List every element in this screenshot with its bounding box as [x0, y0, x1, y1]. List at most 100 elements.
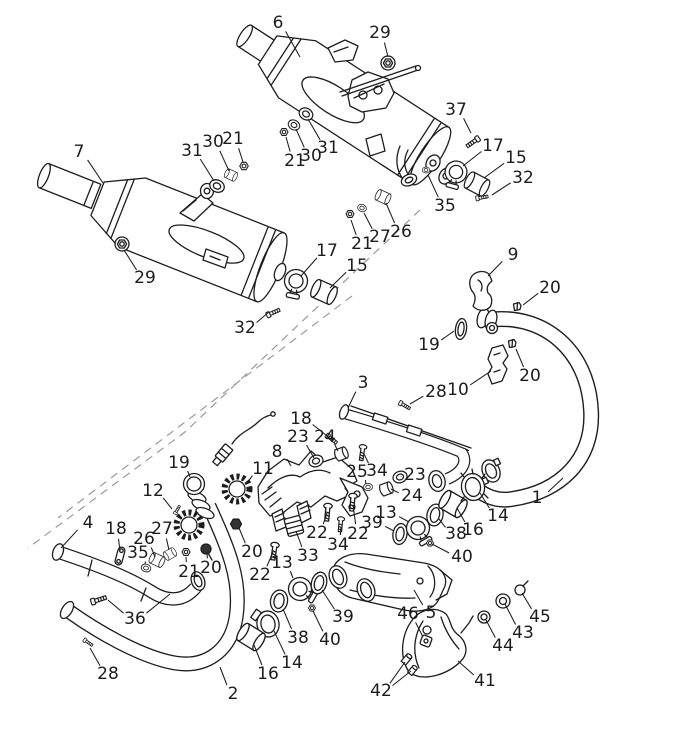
part-number-label: 13: [271, 553, 293, 573]
o-ring-left: [182, 472, 206, 496]
callout-44: 44: [485, 619, 514, 656]
leader-line: [521, 592, 533, 610]
leader-line: [256, 311, 270, 323]
callout-13: 13: [375, 503, 410, 523]
leader-line: [321, 589, 335, 610]
callout-35: 35: [127, 543, 149, 565]
callout-12: 12: [142, 481, 173, 510]
part-number-label: 20: [539, 278, 561, 298]
leader-line: [383, 42, 389, 58]
callout-29: 29: [123, 249, 156, 288]
callout-23: 23: [287, 427, 315, 459]
leader-line: [389, 661, 406, 684]
leader-line: [117, 538, 121, 552]
part-number-label: 31: [317, 138, 339, 158]
silencer-right: [236, 24, 454, 187]
circlip-bottom: [507, 338, 517, 349]
callout-6: 6: [273, 13, 301, 58]
part-number-label: 21: [351, 234, 373, 254]
part-number-label: 21: [222, 129, 244, 149]
part-number-label: 8: [272, 442, 283, 462]
part-number-label: 17: [482, 136, 504, 156]
callout-20: 20: [515, 348, 541, 386]
part-number-label: 38: [445, 524, 467, 544]
callout-22: 22: [306, 512, 328, 543]
part-number-label: 28: [97, 664, 119, 684]
callout-21: 21: [350, 219, 373, 254]
construction-lines: [27, 209, 421, 549]
callout-5: 5: [413, 589, 436, 623]
leader-line: [273, 630, 286, 655]
part-number-label: 27: [151, 519, 173, 539]
leader-line: [522, 292, 539, 306]
finned-clamp-rings: [172, 473, 253, 541]
part-number-label: 10: [447, 380, 469, 400]
part-number-label: 14: [487, 506, 509, 526]
part-number-label: 39: [332, 607, 354, 627]
part-number-label: 16: [257, 664, 279, 684]
callout-21: 21: [178, 556, 200, 582]
callout-37: 37: [445, 100, 472, 134]
leader-line: [306, 444, 315, 459]
callout-21: 21: [284, 136, 306, 171]
callout-43: 43: [504, 603, 534, 643]
leader-line: [107, 599, 124, 614]
part-number-label: 18: [105, 519, 127, 539]
header-collar: [476, 307, 499, 335]
leader-line: [322, 512, 328, 525]
part-number-label: 22: [249, 565, 271, 585]
leader-line: [307, 118, 321, 141]
leader-line: [469, 370, 492, 386]
part-number-label: 32: [234, 318, 256, 338]
callout-20: 20: [238, 527, 263, 562]
part-number-label: 37: [445, 100, 467, 120]
leader-line: [440, 330, 455, 341]
leader-line: [483, 162, 505, 179]
part-number-label: 21: [284, 151, 306, 171]
part-number-label: 13: [375, 503, 397, 523]
part-number-label: 19: [168, 453, 190, 473]
leader-line: [409, 395, 424, 405]
leader-line: [463, 118, 472, 134]
leader-line: [123, 249, 138, 271]
leader-line: [289, 570, 294, 579]
callout-40: 40: [431, 543, 473, 567]
callout-39: 39: [361, 513, 395, 533]
callout-40: 40: [312, 610, 341, 650]
part-number-label: 21: [178, 562, 200, 582]
part-number-label: 18: [290, 409, 312, 429]
callout-14: 14: [479, 492, 509, 526]
part-number-label: 40: [319, 630, 341, 650]
mount-bracket: [257, 450, 369, 532]
part-number-label: 1: [532, 488, 543, 508]
callout-17: 17: [300, 241, 338, 277]
callout-3: 3: [347, 373, 368, 409]
leader-line: [238, 527, 246, 544]
leader-line: [547, 477, 564, 493]
part-number-label: 24: [401, 486, 423, 506]
leader-line: [286, 458, 292, 467]
part-number-label: 16: [462, 520, 484, 540]
leader-line: [364, 479, 367, 485]
callout-21: 21: [222, 129, 244, 163]
shield-fasteners: [400, 580, 529, 677]
callout-18: 18: [290, 409, 332, 440]
callout-23: 23: [400, 465, 426, 485]
part-number-label: 41: [474, 671, 496, 691]
part-number-label: 15: [346, 256, 368, 276]
leader-line: [363, 453, 369, 464]
callout-22: 22: [249, 551, 274, 585]
leader-line: [300, 257, 318, 277]
part-number-label: 4: [83, 513, 94, 533]
part-number-label: 20: [200, 558, 222, 578]
leader-line: [246, 475, 253, 484]
callout-38: 38: [282, 608, 309, 648]
callout-36: 36: [107, 593, 171, 629]
part-number-label: 28: [425, 382, 447, 402]
leader-line: [384, 525, 395, 532]
callout-17: 17: [462, 136, 504, 167]
leader-line: [295, 128, 305, 148]
part-number-label: 35: [434, 196, 456, 216]
